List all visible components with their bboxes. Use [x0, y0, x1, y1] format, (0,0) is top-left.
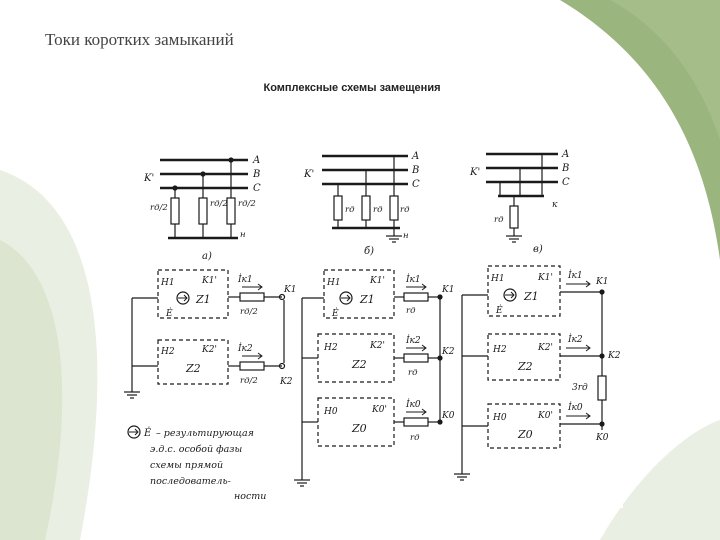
fault-point-label: K'	[303, 169, 314, 180]
phase-label-b: B	[411, 165, 419, 176]
terminal-label: K1	[441, 285, 454, 295]
current-label: İк0	[405, 398, 421, 410]
terminal-label: K0	[595, 433, 609, 443]
phase-label-b: B	[561, 163, 569, 174]
node-label: K1'	[537, 273, 553, 283]
resistor-label: rд/2	[150, 203, 168, 213]
top-circuit-b: A B C K' rд rд rд н б)	[303, 151, 420, 257]
emf-label: Ė	[165, 307, 173, 319]
terminal-label: K2	[441, 347, 455, 357]
resistor-label: rд	[400, 205, 410, 215]
legend-symbol: Ė	[143, 427, 152, 439]
impedance-label: Z0	[351, 422, 367, 435]
resistor-label: rд	[406, 306, 416, 316]
resistor-label: rд	[345, 205, 355, 215]
resistor-label: rд	[408, 368, 418, 378]
legend-line: ности	[234, 491, 266, 502]
impedance-label: Z0	[517, 428, 533, 441]
legend: Ė – результирующая э.д.с. особой фазы сх…	[127, 425, 266, 502]
current-label: İк0	[567, 401, 583, 413]
legend-line: последователь-	[150, 476, 231, 487]
impedance-label: Z1	[523, 290, 539, 303]
extra-label: н	[240, 230, 246, 240]
node-label: K2'	[537, 343, 553, 353]
top-circuit-a: A B C K' rд/2 rд/2 rд/2 н а)	[143, 155, 261, 262]
ground-label: н	[403, 231, 409, 241]
resistor-label: rд/2	[210, 199, 228, 209]
phase-label-a: A	[411, 151, 419, 162]
top-circuit-c: A B C K' rд к в)	[469, 149, 570, 255]
sub-label-b: б)	[364, 246, 374, 257]
node-label: H2	[492, 345, 507, 355]
node-label: H2	[160, 347, 175, 357]
terminal-label: K0	[441, 411, 455, 421]
terminal-label: K1	[595, 277, 608, 287]
current-label: İк2	[567, 333, 583, 345]
phase-label-a: A	[561, 149, 569, 160]
current-label: İк1	[405, 273, 421, 285]
node-label: K0'	[371, 405, 387, 415]
terminal-label: K2	[607, 351, 621, 361]
impedance-label: Z1	[195, 293, 211, 306]
fault-point-label: K'	[469, 167, 480, 178]
current-label: İк2	[405, 334, 421, 346]
emf-label: Ė	[331, 307, 339, 319]
node-label: H1	[326, 278, 341, 288]
sub-label-c: в)	[533, 244, 543, 255]
resistor-label: rд/2	[240, 376, 258, 386]
resistor-label: rд	[410, 433, 420, 443]
resistor-label: 3rд	[572, 383, 588, 393]
network-b: H1 K1' Z1 Ė İк1 rд K1 H2 K2' Z2 İк2 rд K…	[294, 269, 455, 487]
node-label: K2'	[369, 341, 385, 351]
resistor-label: rд/2	[240, 307, 258, 317]
legend-line: – результирующая	[156, 428, 254, 439]
sub-label-a: а)	[202, 251, 212, 262]
impedance-label: Z1	[359, 293, 375, 306]
network-a: H1 K1' Z1 Ė İк1 rд/2 K1 H2 K2' Z2 İк2 rд…	[124, 269, 296, 399]
impedance-label: Z2	[185, 362, 201, 375]
impedance-label: Z2	[351, 358, 367, 371]
node-label: H0	[323, 407, 338, 417]
figure-title: Комплексные схемы замещения	[263, 82, 441, 94]
phase-label-b: B	[252, 169, 260, 180]
node-label: H2	[323, 343, 338, 353]
node-label: H0	[492, 413, 507, 423]
terminal-label: K1	[283, 285, 296, 295]
current-label: İк2	[237, 342, 253, 354]
legend-line: схемы прямой	[150, 460, 223, 471]
slide-title: Токи коротких замыканий	[45, 30, 234, 49]
emf-label: Ė	[495, 304, 503, 316]
ground-label: к	[552, 200, 558, 210]
current-label: İк1	[567, 269, 583, 281]
resistor-label: rд/2	[238, 199, 256, 209]
resistor-label: rд	[373, 205, 383, 215]
phase-label-c: C	[253, 183, 261, 194]
node-label: K1'	[369, 276, 385, 286]
node-label: K0'	[537, 411, 553, 421]
phase-label-a: A	[252, 155, 260, 166]
node-label: H1	[490, 274, 505, 284]
figure-panel	[113, 62, 623, 508]
legend-line: э.д.с. особой фазы	[150, 444, 242, 455]
node-label: K2'	[201, 345, 217, 355]
node-label: K1'	[201, 276, 217, 286]
network-c: H1 K1' Z1 Ė İк1 K1 H2 K2' Z2 İк2 K2 H0 K…	[454, 265, 621, 481]
node-label: H1	[160, 278, 175, 288]
current-label: İк1	[237, 273, 253, 285]
fault-point-label: K'	[143, 173, 154, 184]
impedance-label: Z2	[517, 360, 533, 373]
phase-label-c: C	[562, 177, 570, 188]
phase-label-c: C	[412, 179, 420, 190]
resistor-label: rд	[494, 215, 504, 225]
terminal-label: K2	[279, 377, 293, 387]
